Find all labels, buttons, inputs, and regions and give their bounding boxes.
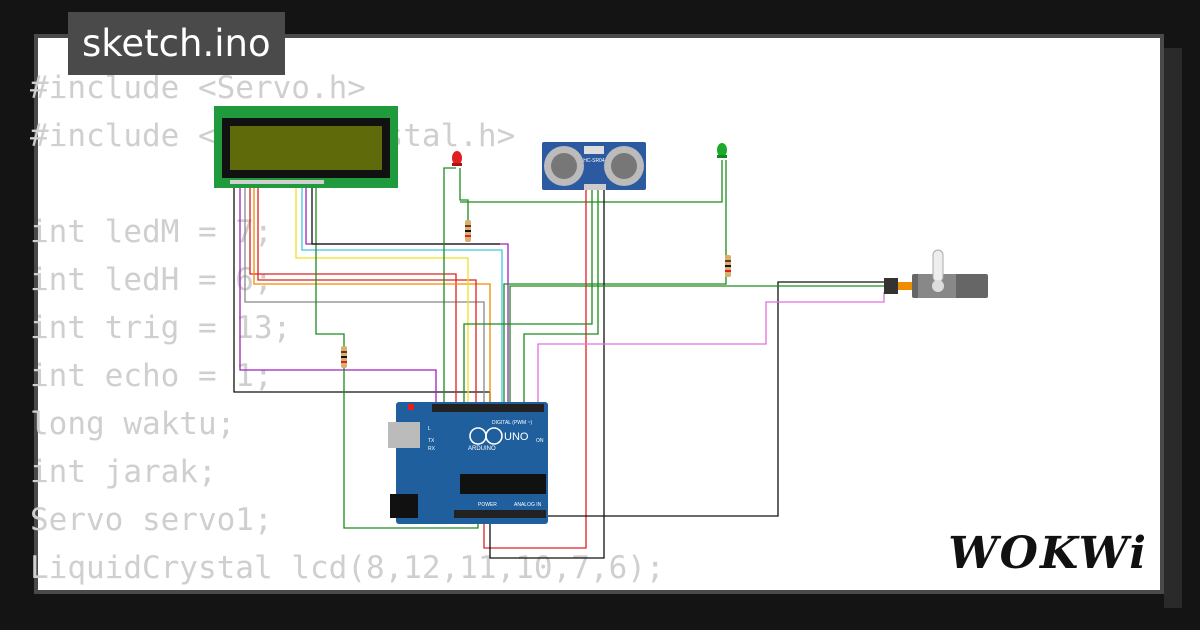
- wire-led-green-res: [503, 160, 727, 410]
- wire-servo-pink: [537, 292, 885, 410]
- resistor-3: [341, 346, 347, 368]
- arduino-on-label: ON: [536, 438, 544, 444]
- wire-servo-black: [548, 281, 884, 517]
- code-background: #include <Servo.h>#include <LiquidCrysta…: [30, 64, 665, 592]
- resistor-2: [725, 255, 731, 277]
- code-line: #include <Servo.h>: [30, 70, 366, 106]
- code-line: int jarak;: [30, 454, 217, 490]
- resistor-1: [465, 220, 471, 242]
- code-line: int echo = 1;: [30, 358, 273, 394]
- lcd-display[interactable]: [214, 106, 398, 188]
- arduino-l-label: L: [428, 426, 431, 432]
- arduino-tx-label: TX: [428, 438, 435, 444]
- arduino-brand: ARDUINO: [468, 446, 496, 452]
- led-red[interactable]: [452, 151, 462, 166]
- servo-motor[interactable]: [884, 249, 988, 298]
- arduino-analog-label: ANALOG IN: [514, 502, 542, 508]
- arduino-model: UNO: [504, 431, 529, 443]
- wire-lcd-yellow: [295, 186, 469, 410]
- wire-sensor-green2: [523, 190, 599, 410]
- wire-servo-green: [509, 285, 884, 410]
- ultrasonic-sensor[interactable]: HC-SR04: [542, 142, 646, 190]
- wire-led-green: [460, 160, 723, 203]
- wire-lcd-orange: [253, 186, 491, 410]
- wire-lcd-gray: [244, 186, 485, 410]
- wire-lcd-red: [249, 186, 457, 410]
- arduino-uno[interactable]: UNO ARDUINO DIGITAL (PWM ~) ANALOG IN PO…: [388, 402, 548, 524]
- arduino-digital-label: DIGITAL (PWM ~): [492, 420, 532, 426]
- code-line: Servo servo1;: [30, 502, 273, 538]
- arduino-rx-label: RX: [428, 446, 436, 452]
- code-line: int ledM = 7;: [30, 214, 273, 250]
- lcd-pins: [230, 180, 324, 184]
- wire-sensor-red: [483, 190, 587, 549]
- led-green[interactable]: [717, 143, 727, 158]
- wire-sensor-green1: [463, 190, 593, 410]
- wire-lcd-green: [315, 186, 479, 529]
- wire-led-red: [443, 167, 456, 410]
- code-line: long waktu;: [30, 406, 236, 442]
- wokwi-logo: WOKWi: [948, 528, 1148, 579]
- wire-lcd-black: [233, 186, 491, 410]
- wire-lcd-cyan: [301, 186, 503, 410]
- wires: [233, 160, 885, 559]
- code-line: int trig = 13;: [30, 310, 292, 346]
- code-line: LiquidCrystal lcd(8,12,11,10,7,6);: [30, 550, 665, 586]
- wire-lcd-black2: [311, 186, 500, 245]
- arduino-power-label: POWER: [478, 502, 497, 508]
- wire-sensor-black: [489, 190, 605, 559]
- file-tab[interactable]: sketch.ino: [68, 12, 285, 75]
- sensor-label: HC-SR04: [583, 158, 605, 164]
- card-shadow: [1164, 48, 1182, 608]
- wire-lcd-red2: [257, 186, 477, 410]
